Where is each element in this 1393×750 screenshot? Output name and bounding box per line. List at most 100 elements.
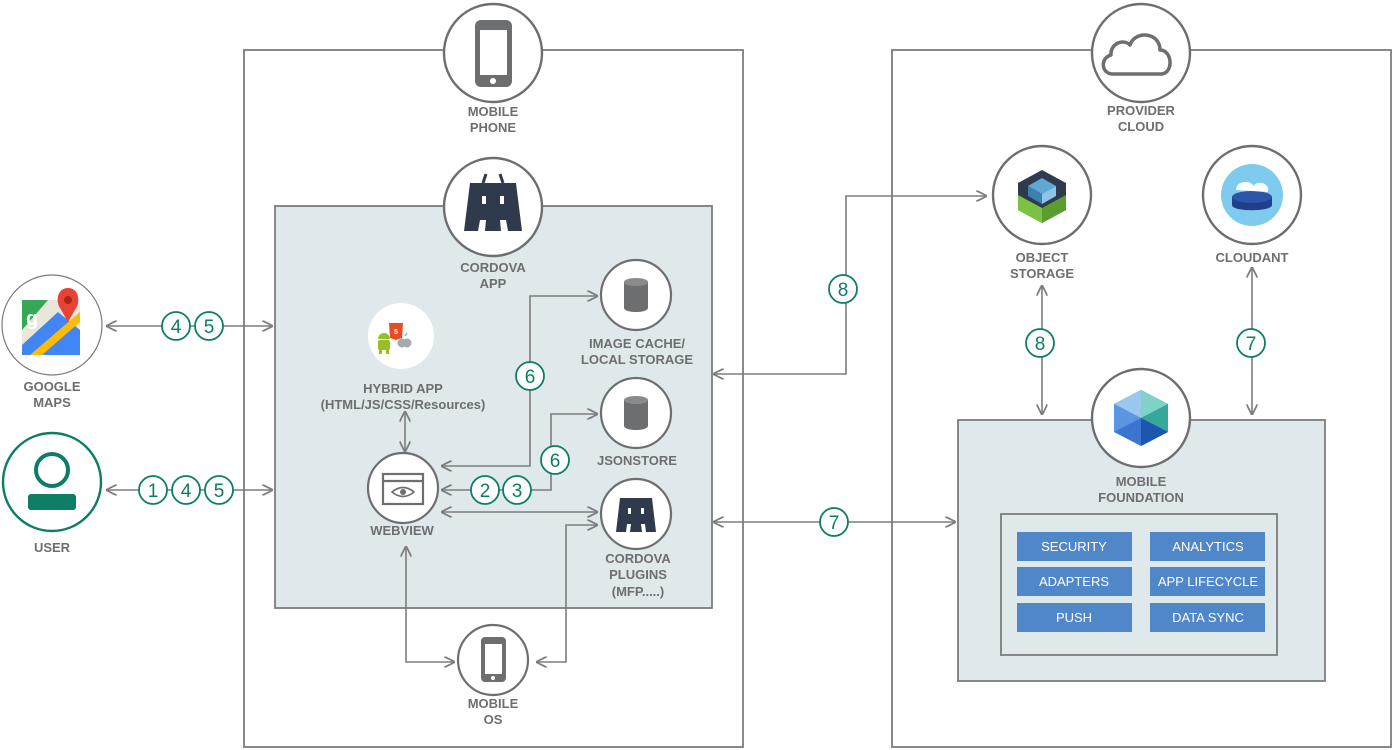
step-badge: 4 bbox=[161, 311, 191, 341]
svg-text:g: g bbox=[26, 308, 38, 330]
jsonstore-node: JSONSTORE bbox=[597, 376, 677, 468]
svg-text:8: 8 bbox=[838, 280, 849, 301]
svg-text:JSONSTORE: JSONSTORE bbox=[597, 453, 677, 468]
cordova-plugins-label-2: PLUGINS bbox=[609, 567, 667, 582]
service-data-sync bbox=[1150, 603, 1265, 632]
svg-text:6: 6 bbox=[525, 367, 536, 388]
svg-text:4: 4 bbox=[171, 317, 182, 338]
hybrid-app-label-1: HYBRID APP bbox=[363, 381, 443, 396]
provider-cloud-label-2: CLOUD bbox=[1118, 119, 1164, 134]
step-badge: 2 bbox=[470, 475, 500, 505]
cloud-icon bbox=[1101, 33, 1172, 76]
smartphone-icon bbox=[475, 20, 512, 87]
service-app-lifecycle bbox=[1150, 567, 1265, 596]
svg-text:8: 8 bbox=[1035, 334, 1046, 355]
cordova-plugins-label-1: CORDOVA bbox=[605, 551, 671, 566]
svg-text:CLOUDANT: CLOUDANT bbox=[1216, 250, 1289, 265]
mobile-foundation-icon bbox=[1114, 390, 1168, 446]
svg-text:HYBRID APP(HTML/JS/CSS/Resourc: HYBRID APP(HTML/JS/CSS/Resources) bbox=[321, 381, 486, 412]
step-badge: 3 bbox=[502, 475, 532, 505]
mobile-os-label-1: MOBILE bbox=[468, 696, 519, 711]
smartphone-icon bbox=[481, 637, 506, 682]
service-app-lifecycle-label: APP LIFECYCLE bbox=[1158, 574, 1259, 589]
object-storage-label-2: STORAGE bbox=[1010, 266, 1074, 281]
object-storage-label-1: OBJECT bbox=[1016, 250, 1069, 265]
mobile-phone-label-2: PHONE bbox=[470, 120, 517, 135]
svg-text:USER: USER bbox=[34, 540, 71, 555]
hybrid-app-label-2: (HTML/JS/CSS/Resources) bbox=[321, 397, 486, 412]
service-security-label: SECURITY bbox=[1041, 539, 1107, 554]
object-storage-icon bbox=[1018, 170, 1066, 223]
services-grid: SECURITY ANALYTICS ADAPTERS APP LIFECYCL… bbox=[1017, 532, 1265, 632]
database-icon bbox=[624, 396, 648, 430]
cordova-app-label-1: CORDOVA bbox=[460, 260, 526, 275]
service-analytics-label: ANALYTICS bbox=[1172, 539, 1244, 554]
user-icon bbox=[28, 452, 76, 510]
service-push bbox=[1017, 603, 1132, 632]
webview-mobile-os-connector bbox=[406, 547, 454, 662]
google-maps-label-2: MAPS bbox=[33, 395, 71, 410]
apple-icon bbox=[397, 332, 412, 348]
svg-text:5: 5 bbox=[204, 317, 215, 338]
user-node: USER bbox=[1, 431, 103, 555]
cordova-app-label-2: APP bbox=[480, 276, 507, 291]
plugins-mobile-os-connector bbox=[537, 525, 597, 662]
svg-text:2: 2 bbox=[480, 481, 491, 502]
svg-text:4: 4 bbox=[181, 481, 192, 502]
mobile-phone-label-1: MOBILE bbox=[468, 104, 519, 119]
webview-node: WEBVIEW bbox=[366, 451, 440, 538]
google-maps-label-1: GOOGLE bbox=[23, 379, 80, 394]
image-cache-label-1: IMAGE CACHE/ bbox=[589, 336, 685, 351]
step-badge: 6 bbox=[540, 445, 570, 475]
cordova-logo-icon bbox=[616, 498, 656, 532]
step-badge: 5 bbox=[194, 311, 224, 341]
cloudant-label: CLOUDANT bbox=[1216, 250, 1289, 265]
svg-text:7: 7 bbox=[829, 513, 840, 534]
html5-icon: 5 bbox=[389, 323, 403, 340]
mobile-os-label-2: OS bbox=[484, 712, 503, 727]
step-badges: 4 5 1 4 5 2 3 6 6 8 8 7 7 bbox=[138, 274, 1266, 537]
svg-text:6: 6 bbox=[550, 451, 561, 472]
service-adapters bbox=[1017, 567, 1132, 596]
service-adapters-label: ADAPTERS bbox=[1039, 574, 1109, 589]
mobile-foundation-label-2: FOUNDATION bbox=[1098, 490, 1184, 505]
step-badge: 8 bbox=[1025, 328, 1055, 358]
svg-text:5: 5 bbox=[214, 481, 225, 502]
step-badge: 7 bbox=[819, 507, 849, 537]
cordova-logo-icon bbox=[464, 173, 522, 231]
svg-text:IMAGE CACHE/LOCAL STORAGE: IMAGE CACHE/LOCAL STORAGE bbox=[581, 336, 694, 367]
user-label: USER bbox=[34, 540, 71, 555]
step-badge: 4 bbox=[171, 475, 201, 505]
step-badge: 7 bbox=[1236, 328, 1266, 358]
svg-text:7: 7 bbox=[1246, 334, 1257, 355]
jsonstore-label: JSONSTORE bbox=[597, 453, 677, 468]
service-data-sync-label: DATA SYNC bbox=[1172, 610, 1244, 625]
service-push-label: PUSH bbox=[1056, 610, 1092, 625]
step-badge: 6 bbox=[515, 361, 545, 391]
svg-text:3: 3 bbox=[512, 481, 523, 502]
svg-text:1: 1 bbox=[148, 481, 159, 502]
cordova-plugins-label-3: (MFP.....) bbox=[612, 584, 664, 599]
service-analytics bbox=[1150, 532, 1265, 561]
image-cache-node: IMAGE CACHE/LOCAL STORAGE bbox=[581, 258, 694, 367]
google-maps-icon: g bbox=[22, 288, 80, 355]
android-icon bbox=[378, 333, 390, 354]
database-icon bbox=[624, 278, 648, 312]
provider-cloud-label-1: PROVIDER bbox=[1107, 103, 1176, 118]
step-badge: 5 bbox=[204, 475, 234, 505]
